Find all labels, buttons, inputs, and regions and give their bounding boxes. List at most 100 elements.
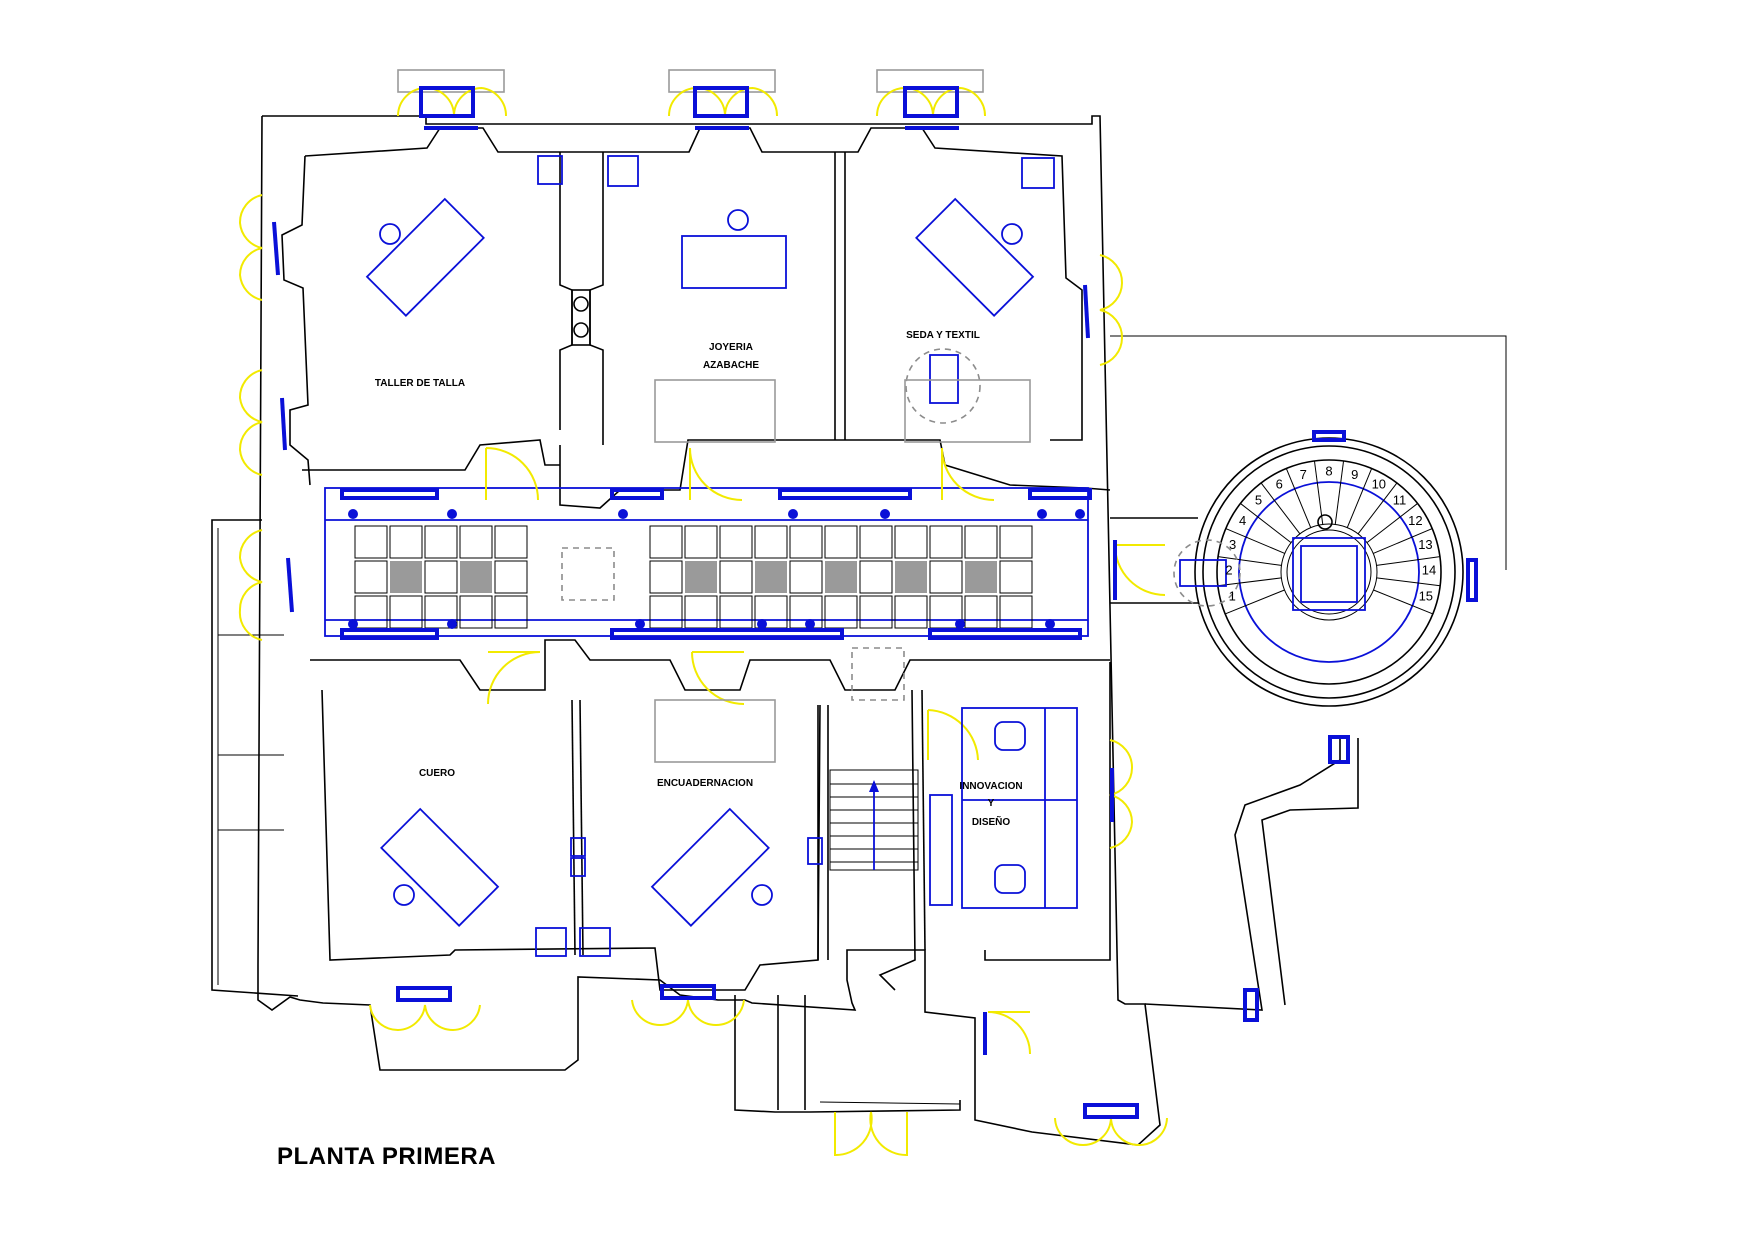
- tile: [389, 595, 423, 629]
- spiral-stair-tower: [1173, 430, 1478, 707]
- spiral-step-edge: [1366, 503, 1418, 544]
- furniture: [365, 155, 1078, 957]
- spiral-step-edge: [1217, 577, 1282, 587]
- tile-dark: [460, 561, 492, 593]
- table-joyeria: [654, 209, 787, 443]
- tile: [859, 560, 893, 594]
- spiral-step-edge: [1313, 460, 1324, 525]
- plan-title: PLANTA PRIMERA: [277, 1143, 496, 1170]
- window-bottom-2: [631, 984, 745, 1027]
- window-bottom-1: [369, 986, 481, 1032]
- window-right-1: [1083, 254, 1124, 366]
- spiral-step-edge: [1285, 468, 1312, 528]
- label-seda-y-textil: SEDA Y TEXTIL: [906, 330, 980, 341]
- spiral-step-number: 8: [1325, 463, 1332, 478]
- spiral-step-number: 9: [1351, 467, 1358, 482]
- spiral-step-number: 14: [1422, 563, 1436, 578]
- spiral-step-edge: [1376, 577, 1441, 587]
- tile: [649, 595, 683, 629]
- label-taller-de-talla: TALLER DE TALLA: [375, 378, 465, 389]
- straight-stair: [829, 647, 919, 871]
- tile: [354, 595, 388, 629]
- tile: [964, 595, 998, 629]
- window-left-3: [238, 529, 294, 641]
- tile: [999, 595, 1033, 629]
- doors: [485, 447, 1166, 1055]
- tile: [649, 560, 683, 594]
- windows: [238, 69, 1350, 1157]
- tile: [964, 525, 998, 559]
- tile: [494, 525, 528, 559]
- tile: [719, 525, 753, 559]
- tile-dark: [685, 561, 717, 593]
- label-cuero: CUERO: [419, 768, 455, 779]
- tile: [719, 595, 753, 629]
- label-innovacion-line3: DISEÑO: [972, 815, 1011, 828]
- tile: [424, 525, 458, 559]
- table-cuero: [380, 807, 500, 927]
- tile: [859, 525, 893, 559]
- tile: [424, 595, 458, 629]
- tile: [859, 595, 893, 629]
- tile: [929, 560, 963, 594]
- window-bottom-3: [1054, 1103, 1168, 1147]
- label-innovacion-line1: INNOVACION: [959, 781, 1022, 792]
- tile-grid-right: [649, 525, 1033, 629]
- spiral-step-edge: [1240, 503, 1292, 544]
- tile-dark: [965, 561, 997, 593]
- window-top-3: [876, 69, 987, 130]
- tile-grid-left: [354, 525, 528, 629]
- tile: [789, 525, 823, 559]
- tile: [649, 525, 683, 559]
- tile: [459, 595, 493, 629]
- door-bottom-exit: [834, 1111, 908, 1157]
- spiral-step-edge: [1217, 556, 1282, 566]
- room-labels: TALLER DE TALLA JOYERIA AZABACHE SEDA Y …: [375, 330, 1023, 828]
- spiral-step-edge: [1334, 460, 1345, 525]
- spiral-step-number: 13: [1418, 537, 1432, 552]
- spiral-step-number: 7: [1300, 467, 1307, 482]
- tile: [999, 525, 1033, 559]
- tile: [719, 560, 753, 594]
- spiral-step-edge: [1225, 528, 1285, 554]
- tile: [824, 595, 858, 629]
- vents: [535, 155, 1055, 957]
- tile: [494, 560, 528, 594]
- label-innovacion-line2: Y: [988, 798, 995, 809]
- spiral-step-number: 6: [1276, 477, 1283, 492]
- tile: [894, 525, 928, 559]
- tile-dark: [895, 561, 927, 593]
- tile: [424, 560, 458, 594]
- spiral-step-number: 1: [1229, 589, 1236, 604]
- table-encuadernacion: [650, 699, 776, 927]
- label-encuadernacion: ENCUADERNACION: [657, 778, 753, 789]
- label-joyeria-line1: JOYERIA: [709, 342, 753, 353]
- label-joyeria-line2: AZABACHE: [703, 360, 759, 371]
- spiral-step-number: 5: [1255, 492, 1262, 507]
- tile: [459, 525, 493, 559]
- tile: [494, 595, 528, 629]
- spiral-step-edge: [1260, 482, 1301, 535]
- window-left-1: [238, 194, 280, 301]
- corridor-benches: [340, 488, 1092, 640]
- furniture-innovacion: [929, 707, 1078, 909]
- tile: [789, 560, 823, 594]
- tile: [999, 560, 1033, 594]
- tile: [824, 525, 858, 559]
- tile: [684, 525, 718, 559]
- table-seda: [904, 197, 1035, 443]
- table-taller: [365, 197, 485, 317]
- corridor: [324, 487, 1092, 640]
- tile: [894, 595, 928, 629]
- window-top-2: [668, 69, 779, 130]
- tile: [684, 595, 718, 629]
- spiral-step-number: 2: [1225, 563, 1232, 578]
- spiral-step-edge: [1376, 556, 1441, 566]
- spiral-step-number: 12: [1408, 513, 1422, 528]
- window-top-1: [397, 69, 508, 130]
- tile: [354, 525, 388, 559]
- window-right-2: [1109, 739, 1134, 849]
- spiral-step-number: 4: [1239, 513, 1246, 528]
